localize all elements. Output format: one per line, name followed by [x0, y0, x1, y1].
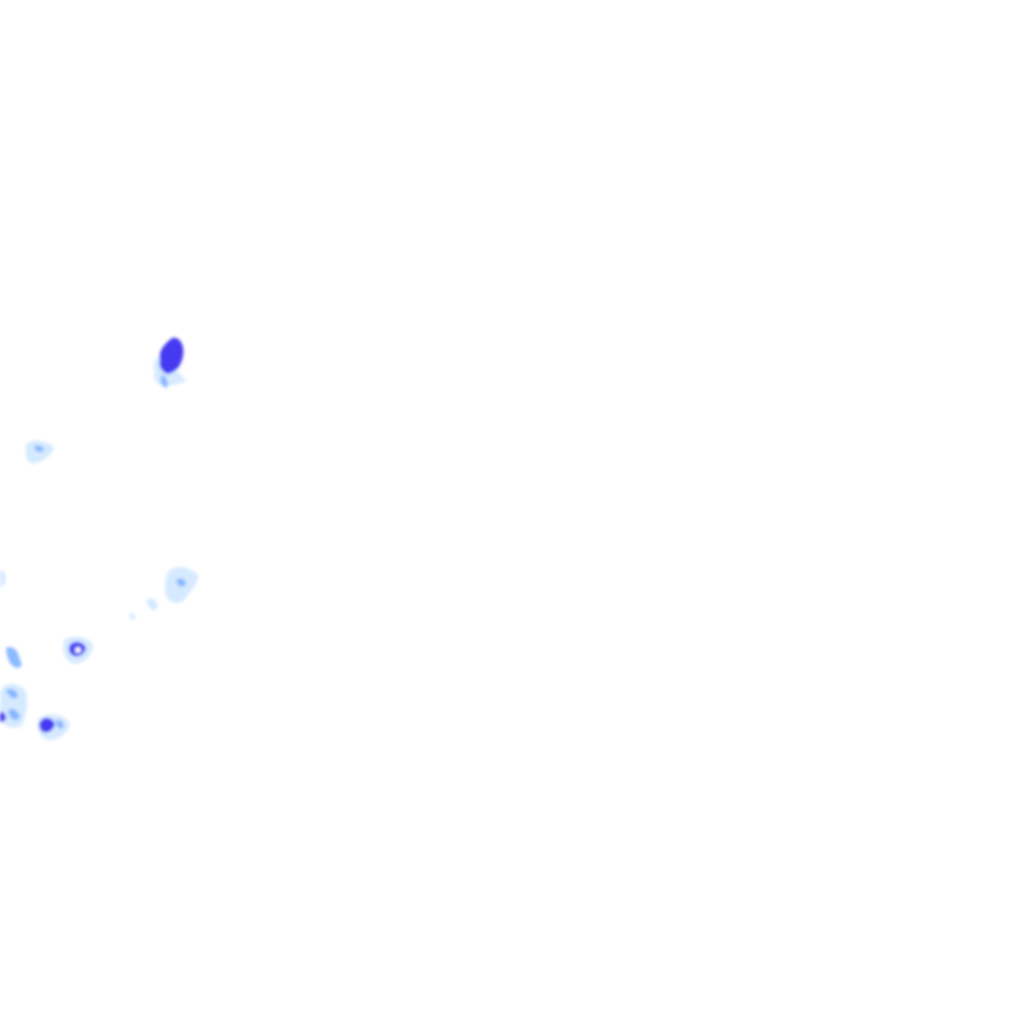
precip-cell	[0, 684, 27, 728]
precip-cell	[146, 567, 199, 611]
precip-cell-strong	[37, 714, 70, 741]
precip-cell	[6, 647, 22, 668]
precip-cell	[25, 440, 54, 464]
precip-cell-strong	[153, 337, 186, 388]
precip-cell	[0, 570, 6, 587]
precip-cell	[63, 636, 93, 664]
precip-cell	[129, 613, 136, 620]
